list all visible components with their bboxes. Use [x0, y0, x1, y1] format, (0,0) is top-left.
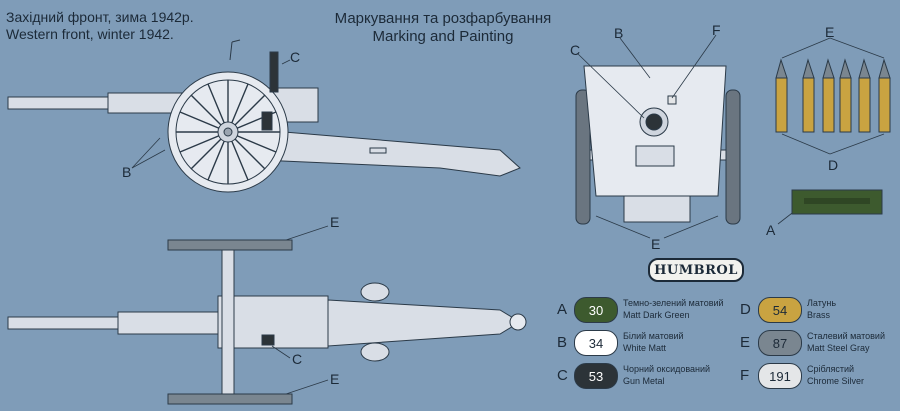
subtitle-en: Western front, winter 1942. [6, 26, 174, 42]
callout-front-b: B [614, 25, 624, 41]
swatch-f: 191 [758, 363, 802, 389]
legend-name-b-en: White Matt [623, 343, 667, 353]
swatch-b: 34 [574, 330, 618, 356]
legend-name-f-ua: Сріблястий [807, 364, 855, 374]
callout-front-e: E [651, 236, 661, 252]
swatch-d: 54 [758, 297, 802, 323]
legend-name-e-ua: Сталевий матовий [807, 331, 885, 341]
legend-name-f-en: Chrome Silver [807, 376, 865, 386]
legend-key-d: D [740, 301, 751, 318]
legend-name-a-ua: Темно-зелений матовий [623, 298, 724, 308]
side-view-gun [7, 39, 521, 193]
swatch-a: 30 [574, 297, 618, 323]
callout-box-a: A [766, 222, 776, 238]
front-view-gun [575, 65, 741, 225]
callout-side-b: B [122, 164, 132, 180]
subtitle-ua: Західний фронт, зима 1942р. [6, 9, 194, 25]
callout-front-c: C [570, 42, 581, 58]
legend-key-e: E [740, 334, 751, 351]
callout-top-e2: E [330, 371, 340, 387]
callout-top-c: C [292, 351, 303, 367]
callout-front-f: F [712, 22, 721, 38]
shells [775, 58, 891, 133]
legend-name-e-en: Matt Steel Gray [807, 343, 870, 353]
legend-key-c: C [557, 367, 568, 384]
legend-name-d-ua: Латунь [807, 298, 837, 308]
legend-key-b: B [557, 334, 568, 351]
callout-top-e1: E [330, 214, 340, 230]
legend-key-a: A [557, 301, 568, 318]
callout-side-c: C [290, 49, 301, 65]
title-en: Marking and Painting [372, 28, 514, 45]
callout-shells-d: D [828, 157, 839, 173]
legend-name-b-ua: Білий матовий [623, 331, 684, 341]
legend-name-c-ua: Чорний оксидований [623, 364, 711, 374]
swatch-c: 53 [574, 363, 618, 389]
legend-name-c-en: Gun Metal [623, 376, 665, 386]
legend-name-d-en: Brass [807, 310, 831, 320]
humbrol-logo: HUMBROL [648, 258, 744, 282]
legend-name-a-en: Matt Dark Green [623, 310, 690, 320]
callout-shells-e: E [825, 24, 835, 40]
swatch-e: 87 [758, 330, 802, 356]
top-view-gun [7, 239, 527, 405]
legend-key-f: F [740, 367, 750, 384]
title-ua: Маркування та розфарбування [334, 10, 552, 27]
